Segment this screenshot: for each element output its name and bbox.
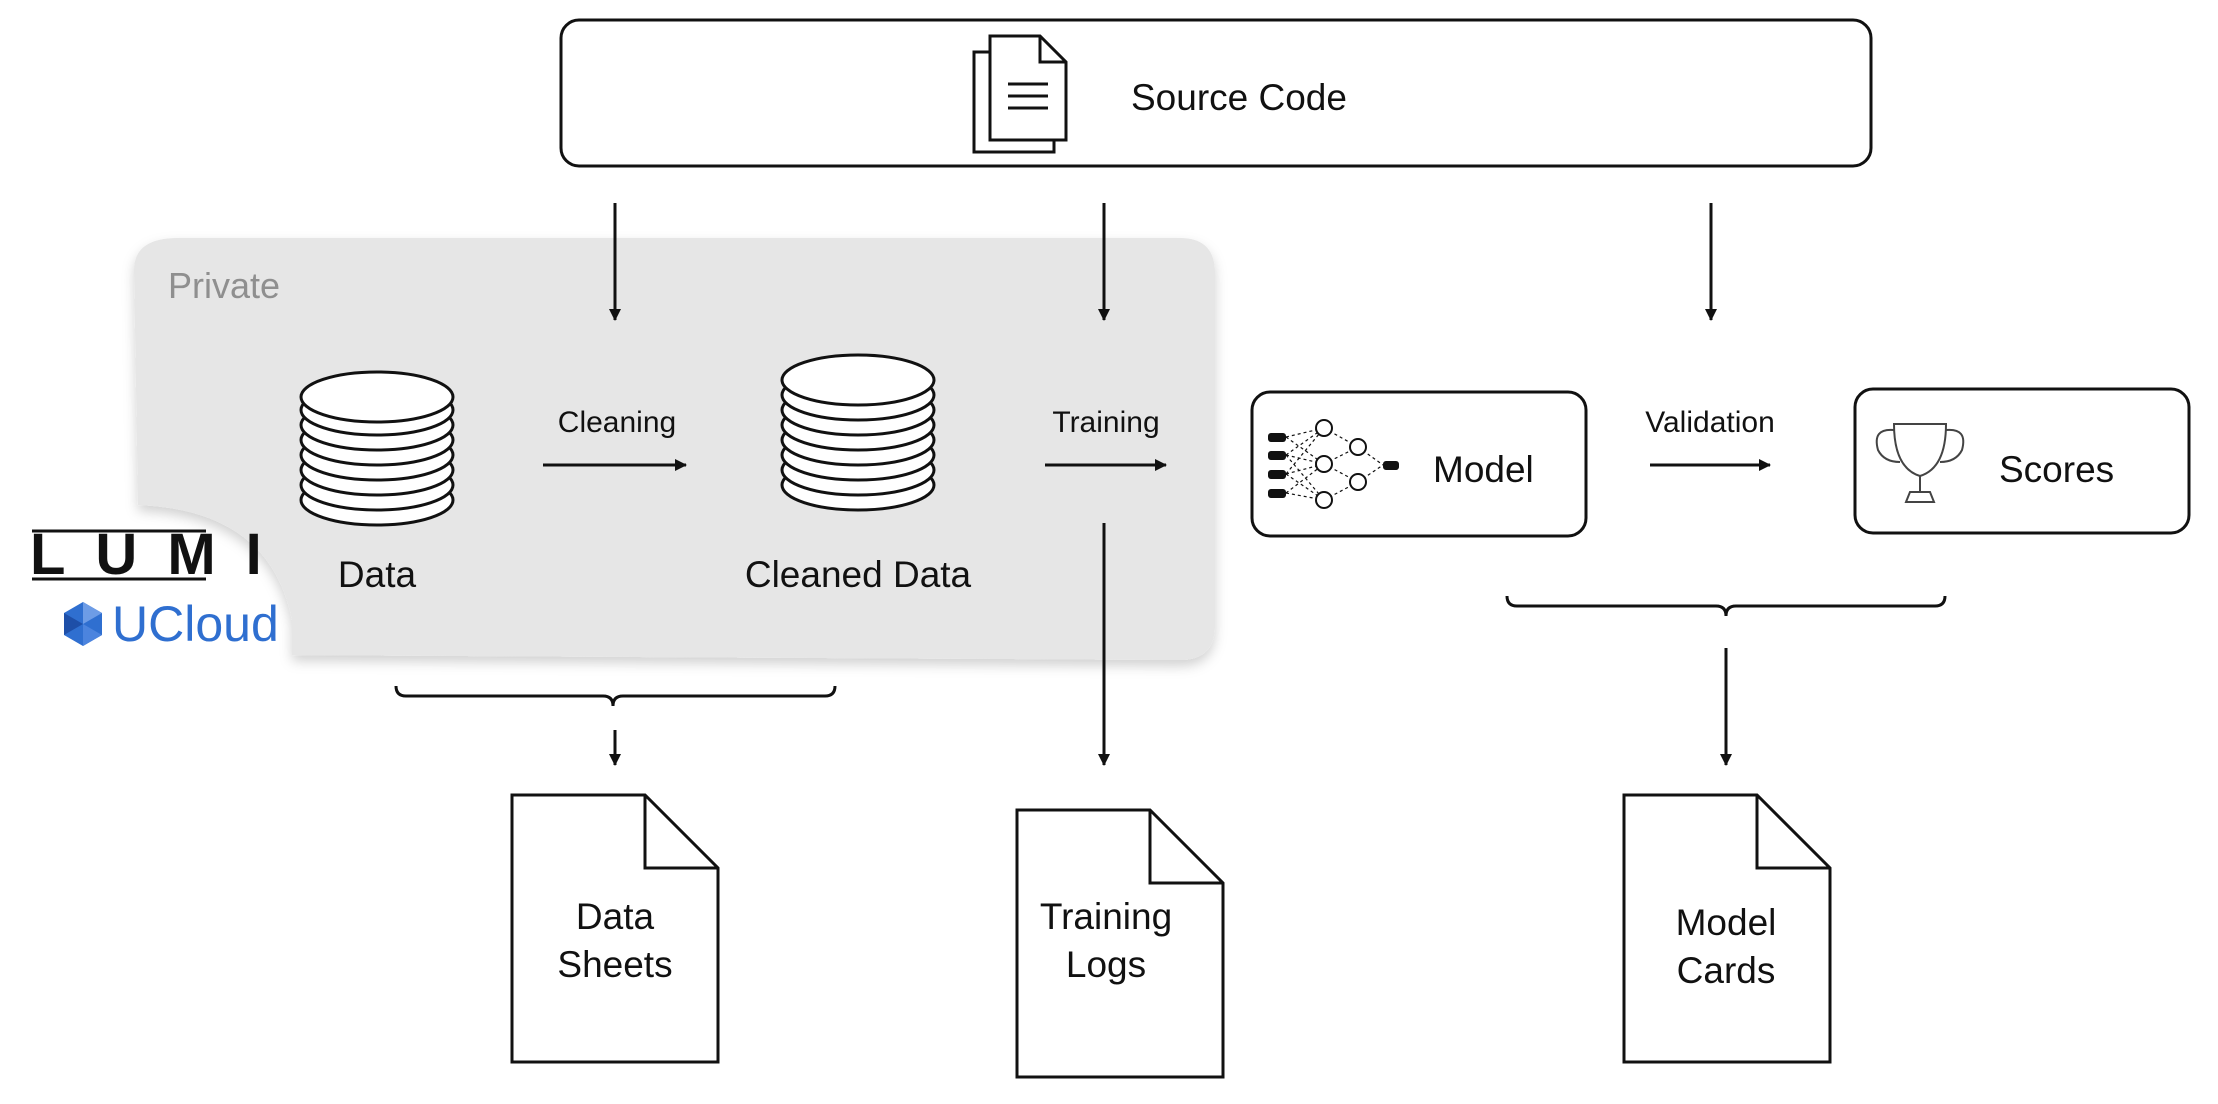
stacked-documents-icon [972,34,1068,154]
model-cards-label-line1: Model [1676,902,1777,943]
model-box: Model [1250,390,1588,538]
cleaning-label: Cleaning [558,406,676,439]
private-region: Private [134,238,1215,660]
data-store: Data [299,370,455,595]
private-label: Private [168,265,280,306]
data-sheets-label-line2: Sheets [557,944,672,985]
data-brace [394,685,837,707]
model-frame [1250,390,1588,538]
model-label: Model [1433,449,1534,490]
ucloud-logo-text: UCloud [112,596,279,652]
training-logs-document: Training Logs [1015,808,1225,1079]
validation-label: Validation [1645,406,1775,439]
ucloud-logo: UCloud [64,596,279,652]
training-label: Training [1052,406,1159,439]
data-sheets-label-line1: Data [576,896,655,937]
scores-label: Scores [1999,449,2114,490]
private-region-background [134,238,1215,660]
scores-box: Scores [1853,387,2191,535]
cleaned-data-label: Cleaned Data [745,554,972,595]
lumi-logo: LUMI [30,522,292,587]
source-code-frame [559,18,1873,168]
source-code-label: Source Code [1131,77,1347,118]
data-sheets-document: Data Sheets [510,793,720,1064]
model-cards-label-line2: Cards [1677,950,1776,991]
training-logs-label-line2: Logs [1066,944,1146,985]
training-logs-label-line1: Training [1040,896,1172,937]
cleaned-data-database-icon [780,353,936,512]
trophy-icon [1875,423,1965,503]
model-cards-document: Model Cards [1622,793,1832,1064]
source-code-box: Source Code [559,18,1873,168]
model-scores-brace [1505,595,1947,617]
neural-network-icon [1268,419,1399,509]
lumi-logo-text: LUMI [30,522,292,587]
ucloud-icon [64,602,102,646]
cleaned-data-store: Cleaned Data [745,353,972,595]
data-label: Data [338,554,417,595]
data-database-icon [299,370,455,527]
